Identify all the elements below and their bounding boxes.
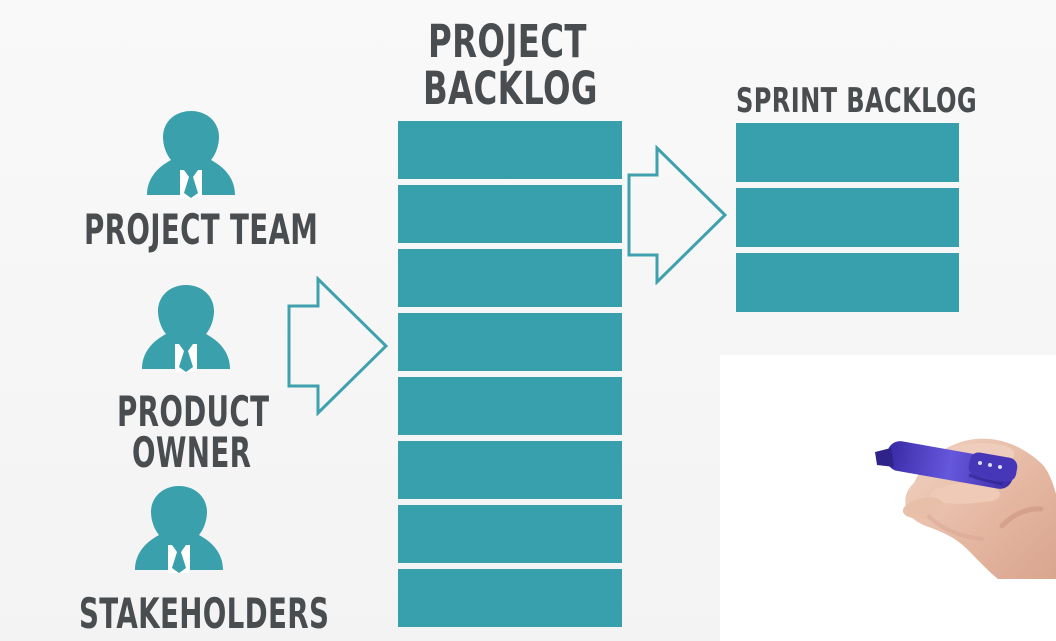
hand-holding-marker-icon: [866, 405, 1056, 579]
project-backlog-stack: [398, 121, 622, 633]
arrow-to-sprint-backlog-icon: [626, 145, 729, 285]
project-backlog-row: [398, 121, 622, 179]
project-backlog-title-line1: PROJECT: [428, 15, 587, 68]
product-owner-label-line1: PRODUCT: [117, 387, 270, 436]
stakeholders-label: STAKEHOLDERS: [79, 589, 330, 638]
project-backlog-row: [398, 505, 622, 563]
sprint-backlog-row: [736, 188, 959, 247]
stakeholders-person-icon: [114, 478, 244, 573]
sprint-backlog-title: SPRINT BACKLOG: [736, 81, 978, 121]
project-backlog-row: [398, 441, 622, 499]
project-backlog-row: [398, 377, 622, 435]
project-team-person-icon: [126, 103, 256, 198]
project-backlog-title-line2: BACKLOG: [423, 62, 598, 115]
sprint-backlog-row: [736, 123, 959, 182]
project-team-label: PROJECT TEAM: [84, 205, 319, 254]
product-owner-label-line2: OWNER: [132, 428, 252, 477]
arrow-to-project-backlog-icon: [286, 276, 391, 416]
product-owner-person-icon: [121, 277, 251, 372]
project-backlog-row: [398, 569, 622, 627]
project-backlog-row: [398, 249, 622, 307]
project-backlog-row: [398, 185, 622, 243]
sprint-backlog-row: [736, 253, 959, 312]
sprint-backlog-stack: [736, 123, 959, 318]
project-backlog-row: [398, 313, 622, 371]
